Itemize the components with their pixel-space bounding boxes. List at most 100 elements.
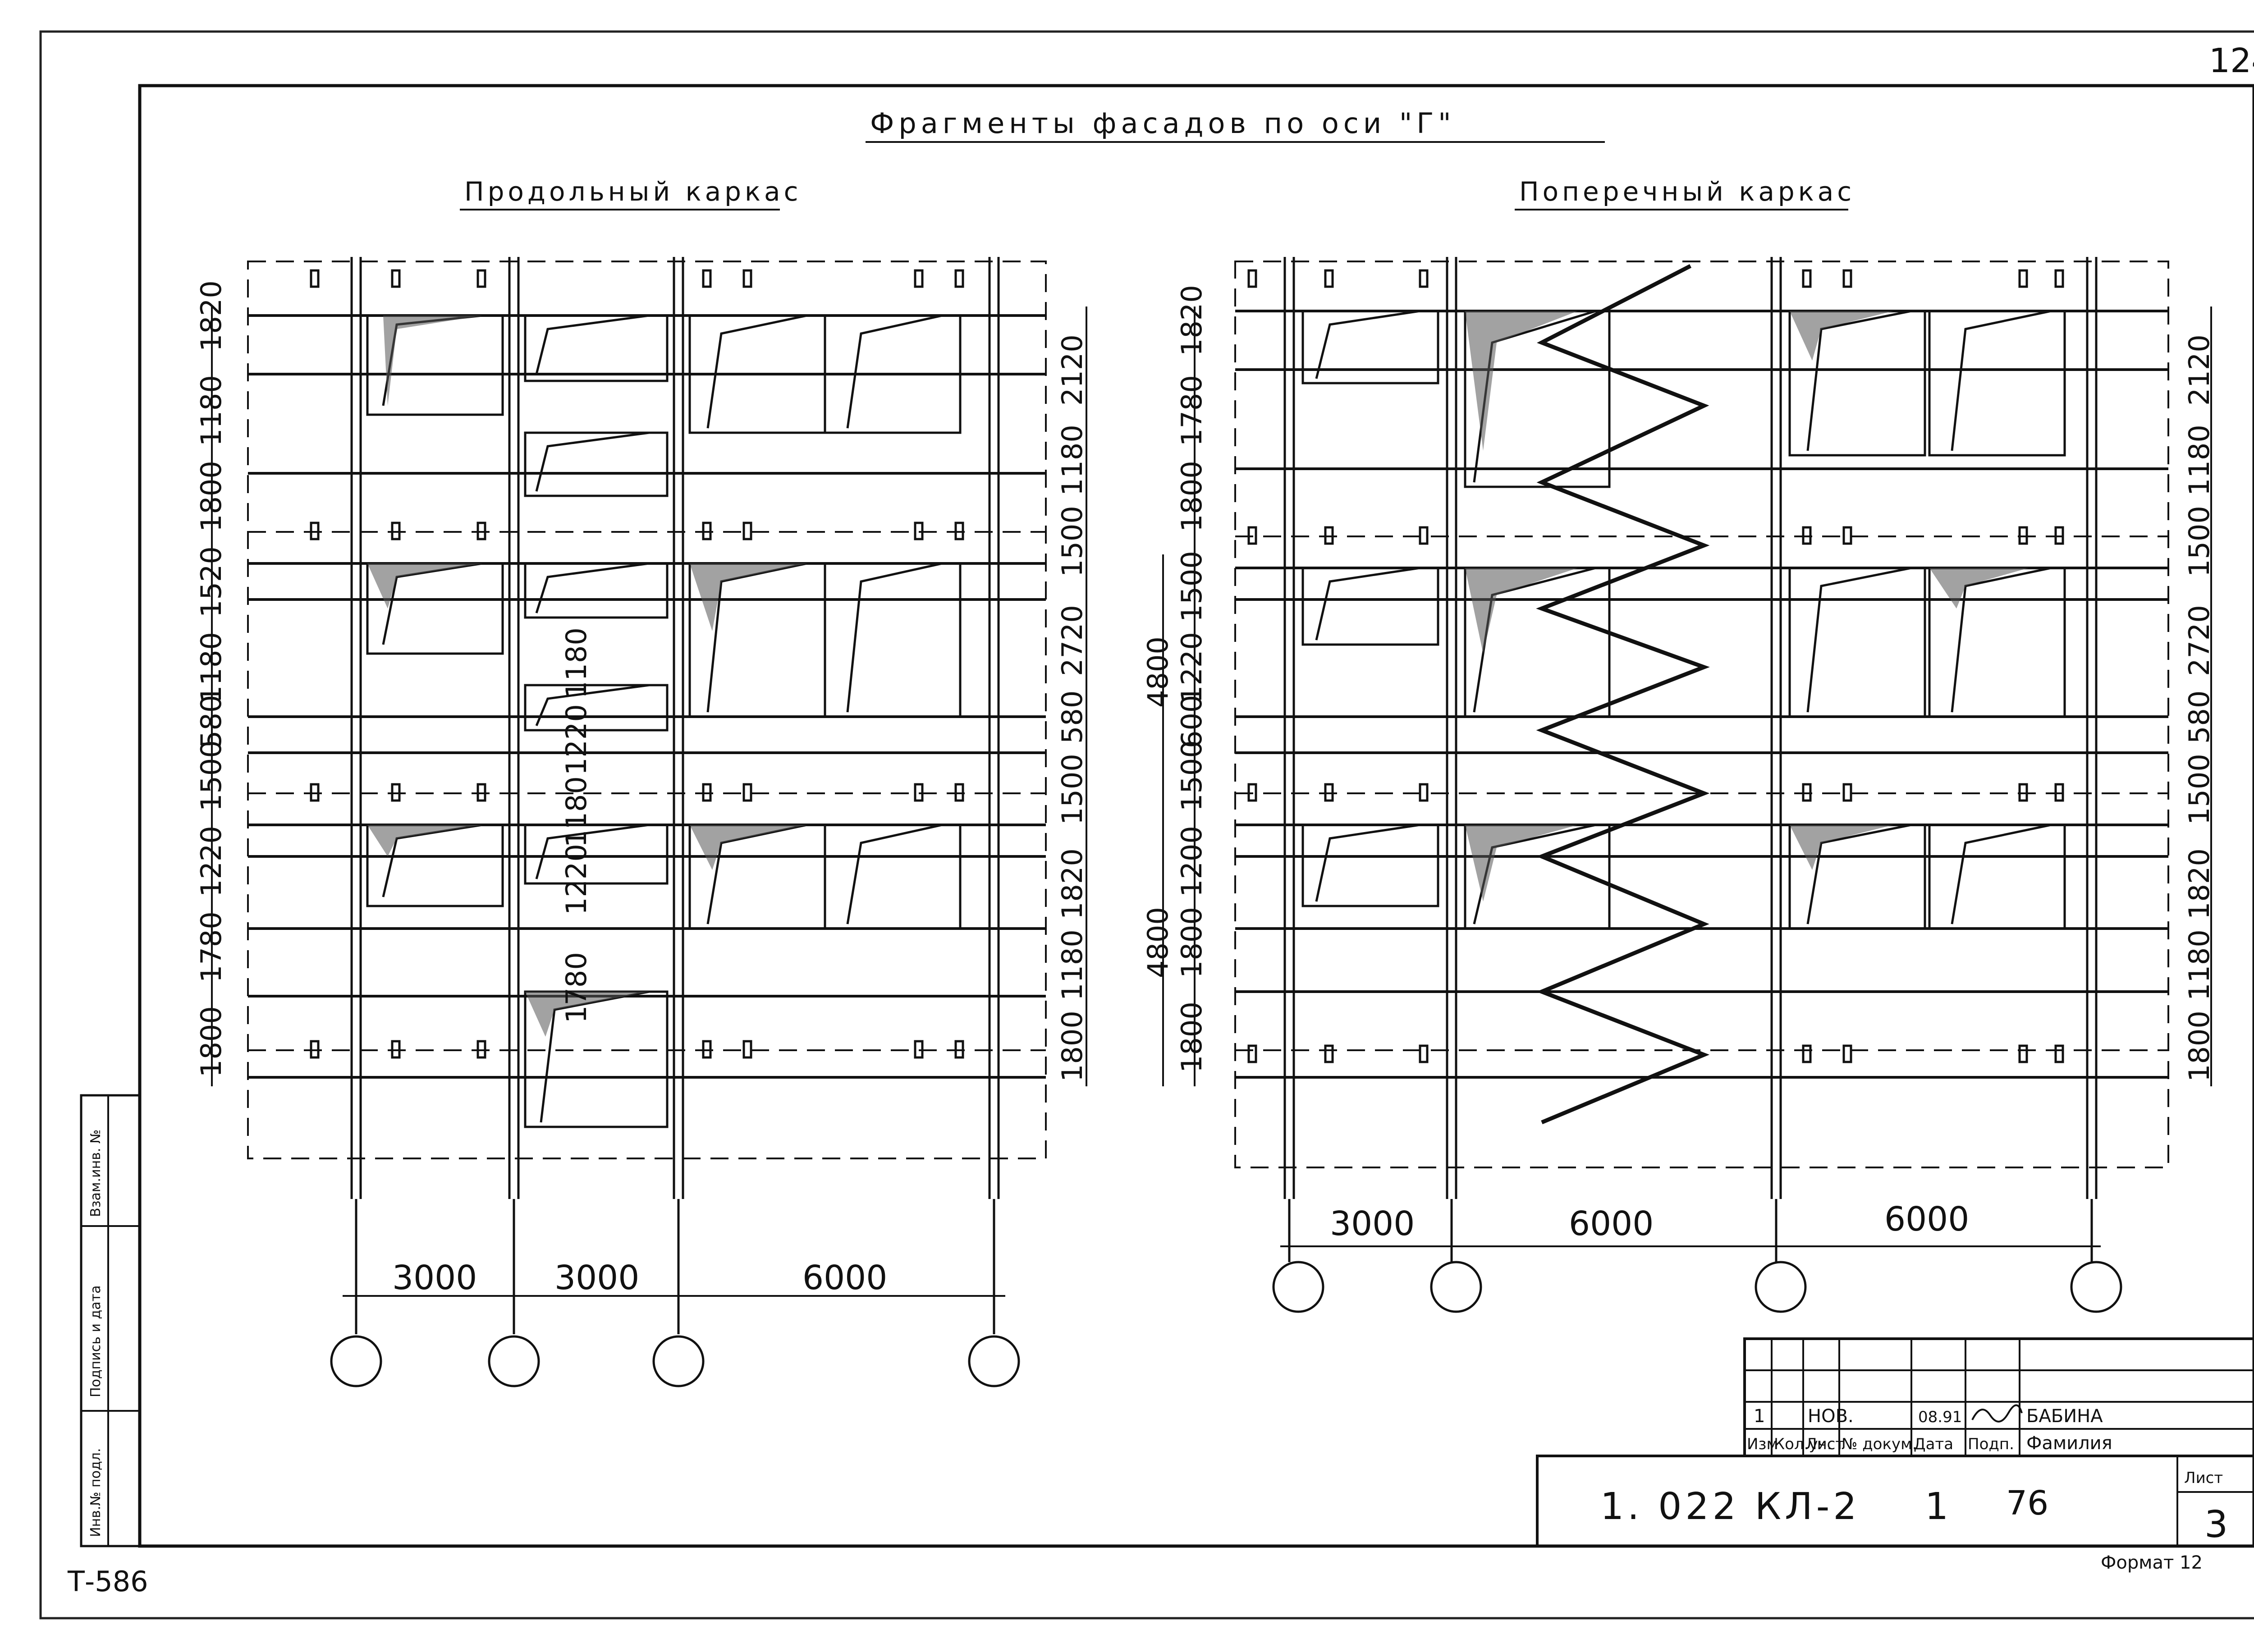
left-dashed-levels xyxy=(248,531,1046,1051)
svg-text:580: 580 xyxy=(1056,691,1089,744)
svg-text:1220: 1220 xyxy=(195,826,228,897)
tb-sheet-number: 3 xyxy=(2204,1503,2231,1546)
tb-header-date: Дата xyxy=(1914,1435,1953,1453)
right-dashed-levels xyxy=(1235,535,2168,1051)
svg-text:1820: 1820 xyxy=(195,280,228,352)
inner-border xyxy=(138,84,2254,1548)
svg-text:2120: 2120 xyxy=(2183,334,2216,406)
tb-revision-name: БАБИНА xyxy=(2026,1406,2103,1427)
svg-text:1800: 1800 xyxy=(195,461,228,532)
svg-text:1820: 1820 xyxy=(2183,848,2216,920)
left-dims-left-chain: 1820 1180 1800 1520 1180 580 1500 1220 1… xyxy=(195,280,228,1077)
right-facade-outline xyxy=(1234,261,2169,1168)
right-view-title: Поперечный каркас xyxy=(1519,176,1855,207)
right-panel-marks xyxy=(1247,269,2064,1063)
left-floor-slabs xyxy=(248,314,1046,1079)
right-dims-outer: 4800 4800 xyxy=(1141,636,1174,978)
svg-text:1500: 1500 xyxy=(195,740,228,811)
break-zigzag xyxy=(1536,264,1710,1125)
tb-document-part: 1 xyxy=(1925,1485,1952,1528)
right-axis-bubbles xyxy=(1272,1199,2122,1313)
svg-text:1800: 1800 xyxy=(1175,1002,1208,1073)
tb-header-count: Кол.уч. xyxy=(1774,1435,1832,1453)
tb-header-sheet: Лист xyxy=(1805,1435,1844,1453)
svg-text:6000: 6000 xyxy=(1884,1200,1969,1239)
left-axis-bubbles xyxy=(330,1199,1020,1387)
svg-text:1180: 1180 xyxy=(1056,425,1089,496)
tb-revision-type: НОВ. xyxy=(1808,1406,1854,1427)
svg-text:1180: 1180 xyxy=(195,632,228,703)
right-floor-slabs xyxy=(1235,310,2168,1079)
stamp-original-inventory: Инв.№ подл. xyxy=(88,1448,104,1537)
drawing-title: Фрагменты фасадов по оси "Г" xyxy=(870,107,1456,140)
svg-text:1800: 1800 xyxy=(195,1006,228,1077)
svg-text:1180: 1180 xyxy=(560,627,593,699)
tb-document-page: 76 xyxy=(2006,1484,2048,1523)
svg-text:3000: 3000 xyxy=(392,1258,477,1297)
left-facade-outline xyxy=(247,261,1047,1159)
right-dims-right-chain: 2120 1180 1500 2720 580 1500 1820 1180 1… xyxy=(2183,334,2216,1082)
svg-text:4800: 4800 xyxy=(1141,636,1174,708)
svg-text:2720: 2720 xyxy=(2183,605,2216,676)
transverse-frame-facade: 1820 1780 1800 1500 1220 600 1500 1200 1… xyxy=(1141,257,2216,1313)
svg-text:600: 600 xyxy=(1175,695,1208,748)
tb-header-surname: Фамилия xyxy=(2026,1433,2112,1454)
svg-text:1180: 1180 xyxy=(2183,929,2216,1001)
svg-text:1220: 1220 xyxy=(560,704,593,775)
svg-text:1500: 1500 xyxy=(1056,506,1089,577)
left-bottom-dims: 3000 3000 6000 xyxy=(392,1258,887,1297)
tb-header-change: Изм xyxy=(1747,1435,1778,1453)
svg-text:1180: 1180 xyxy=(2183,425,2216,496)
right-window-shading xyxy=(1465,311,2029,902)
svg-text:1800: 1800 xyxy=(1056,1011,1089,1082)
right-windows xyxy=(1301,310,2066,930)
svg-text:1180: 1180 xyxy=(1056,929,1089,1001)
svg-text:1780: 1780 xyxy=(195,911,228,983)
stamp-replacement-inventory: Взам.инв. № xyxy=(88,1130,104,1217)
svg-text:4800: 4800 xyxy=(1141,907,1174,978)
longitudinal-frame-facade: 1820 1180 1800 1520 1180 580 1500 1220 1… xyxy=(195,257,1089,1387)
svg-text:580: 580 xyxy=(195,695,228,748)
tb-sheet-label: Лист xyxy=(2184,1469,2223,1487)
left-window-shading xyxy=(367,316,807,1037)
svg-text:1500: 1500 xyxy=(2183,506,2216,577)
svg-text:1780: 1780 xyxy=(1175,375,1208,446)
svg-text:1500: 1500 xyxy=(2183,754,2216,825)
side-stamp: Взам.инв. № Подпись и дата Инв.№ подл. xyxy=(80,1094,141,1547)
left-columns xyxy=(350,257,1000,1199)
right-dims-left-chain: 1820 1780 1800 1500 1220 600 1500 1200 1… xyxy=(1175,285,1208,1073)
svg-text:1820: 1820 xyxy=(1056,848,1089,920)
svg-text:1200: 1200 xyxy=(1175,826,1208,897)
title-block: 1 НОВ. 08.91 БАБИНА Изм Кол.уч. Лист № д… xyxy=(1536,1337,2254,1547)
svg-text:6000: 6000 xyxy=(802,1258,887,1297)
svg-text:1500: 1500 xyxy=(1175,740,1208,811)
svg-text:1800: 1800 xyxy=(1175,907,1208,978)
tb-document-code: 1. 022 КЛ-2 xyxy=(1600,1485,1860,1528)
svg-text:1220: 1220 xyxy=(1175,632,1208,703)
format-label: Формат 12 xyxy=(2101,1552,2203,1573)
left-view-title: Продольный каркас xyxy=(464,176,802,207)
left-panel-marks xyxy=(310,269,964,1059)
svg-text:3000: 3000 xyxy=(1330,1204,1415,1243)
svg-text:1500: 1500 xyxy=(1056,754,1089,825)
left-windows xyxy=(366,314,962,1128)
right-bottom-dims: 3000 6000 6000 xyxy=(1330,1200,1969,1243)
svg-text:2720: 2720 xyxy=(1056,605,1089,676)
svg-text:1520: 1520 xyxy=(195,546,228,618)
left-dims-right-chain: 2120 1180 1500 2720 580 1500 1820 1180 1… xyxy=(1056,334,1089,1082)
svg-text:6000: 6000 xyxy=(1569,1204,1654,1243)
tb-signature-scribble xyxy=(1971,1404,2023,1423)
outer-border xyxy=(39,30,2254,1620)
svg-text:1800: 1800 xyxy=(1175,461,1208,532)
svg-text:1800: 1800 xyxy=(2183,1011,2216,1082)
svg-text:1780: 1780 xyxy=(560,952,593,1023)
bottom-left-code: Т-586 xyxy=(67,1565,148,1598)
left-dims-inner: 1180 1220 1180 1220 1780 xyxy=(560,627,593,1023)
corner-page-number: 124 xyxy=(2209,41,2254,80)
tb-revision-date: 08.91 xyxy=(1918,1408,1962,1426)
svg-text:1180: 1180 xyxy=(195,375,228,446)
tb-revision-number: 1 xyxy=(1754,1406,1765,1427)
svg-text:1220: 1220 xyxy=(560,844,593,915)
right-columns xyxy=(1283,257,2098,1199)
